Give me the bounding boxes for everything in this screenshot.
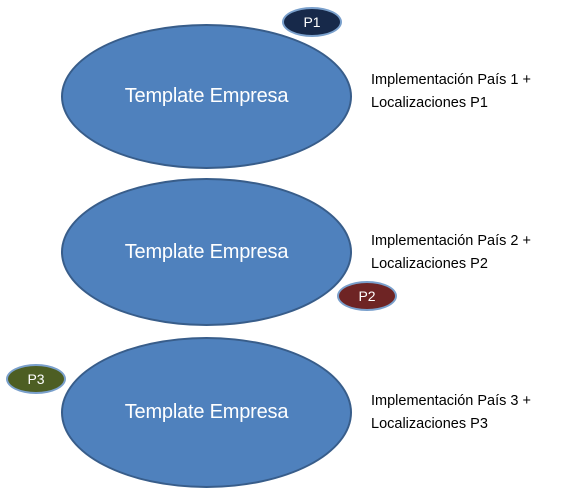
template-empresa-ellipse-1: Template Empresa <box>61 24 352 169</box>
ellipse-label-3: Template Empresa <box>124 401 289 423</box>
template-empresa-ellipse-3: Template Empresa <box>61 337 352 488</box>
badge-p1: P1 <box>282 7 342 37</box>
badge-p3-label: P3 <box>27 371 45 387</box>
implementation-note-1: Implementación País 1 + Localizaciones P… <box>371 69 531 115</box>
implementation-note-2: Implementación País 2 + Localizaciones P… <box>371 230 531 276</box>
implementation-note-2-line2: Localizaciones P2 <box>371 256 488 272</box>
implementation-note-3-line1: Implementación País 3 + <box>371 393 531 409</box>
badge-p2-label: P2 <box>358 288 376 304</box>
implementation-note-3: Implementación País 3 + Localizaciones P… <box>371 390 531 436</box>
implementation-note-1-line1: Implementación País 1 + <box>371 72 531 88</box>
implementation-note-1-line2: Localizaciones P1 <box>371 95 488 111</box>
badge-p2: P2 <box>337 281 397 311</box>
implementation-note-2-line1: Implementación País 2 + <box>371 233 531 249</box>
template-empresa-ellipse-2: Template Empresa <box>61 178 352 326</box>
ellipse-label-1: Template Empresa <box>124 85 289 107</box>
implementation-note-3-line2: Localizaciones P3 <box>371 416 488 432</box>
ellipse-label-2: Template Empresa <box>124 240 289 263</box>
badge-p1-label: P1 <box>303 14 321 30</box>
badge-p3: P3 <box>6 364 66 394</box>
